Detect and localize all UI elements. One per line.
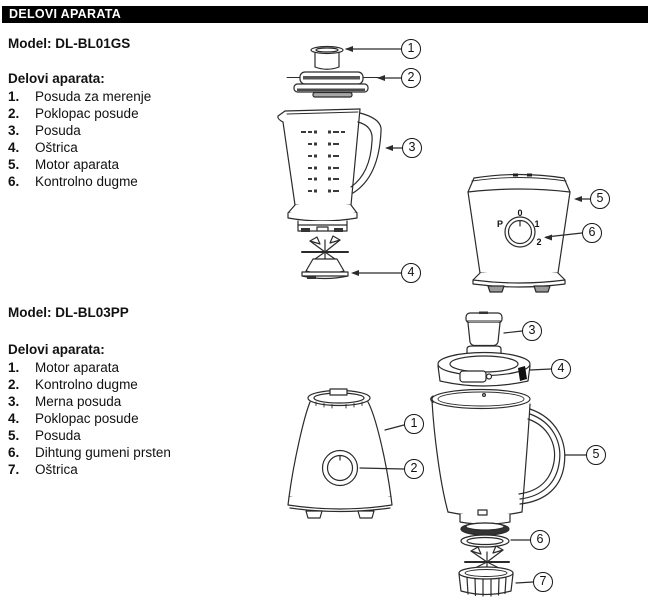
section-title: DELOVI APARATA [9, 7, 122, 21]
part-number: 1. [8, 89, 20, 104]
part-item: 3. Posuda [8, 122, 151, 139]
callout-6: 6 [530, 530, 550, 550]
part-label: Oštrica [35, 140, 78, 155]
part-label: Poklopac posude [35, 411, 139, 426]
part-number: 4. [8, 140, 20, 155]
jug-drawing [277, 108, 382, 232]
part-label: Merna posuda [35, 394, 122, 409]
gasket-ring-drawing [460, 534, 510, 548]
part-label: Poklopac posude [35, 106, 139, 121]
knob-label-p: P [496, 219, 503, 229]
part-item: 7. Oštrica [8, 461, 171, 478]
part-label: Dihtung gumeni prsten [35, 445, 171, 460]
part-label: Motor aparata [35, 157, 120, 172]
lid-drawing [286, 71, 381, 98]
motor-base-drawing [467, 173, 591, 293]
control-knob-drawing [504, 216, 536, 248]
knob-label-2: 2 [536, 237, 542, 247]
model1-parts-heading: Delovi aparata: [8, 71, 105, 86]
part-number: 2. [8, 106, 20, 121]
part-item: 1. Posuda za merenje [8, 88, 151, 105]
part-item: 2. Kontrolno dugme [8, 376, 171, 393]
callout-2: 2 [401, 68, 421, 88]
part-item: 4. Poklopac posude [8, 410, 171, 427]
callout-1: 1 [401, 39, 421, 59]
part-label: Posuda [35, 123, 81, 138]
callout-3: 3 [402, 138, 422, 158]
jug-drawing [430, 388, 566, 536]
part-number: 3. [8, 123, 20, 138]
callout-5: 5 [586, 445, 606, 465]
part-item: 5. Posuda [8, 427, 171, 444]
part-item: 2. Poklopac posude [8, 105, 151, 122]
part-number: 3. [8, 394, 20, 409]
part-number: 7. [8, 462, 20, 477]
section-header-bar: DELOVI APARATA [2, 6, 648, 23]
part-number: 4. [8, 411, 20, 426]
part-label: Kontrolno dugme [35, 174, 138, 189]
part-number: 5. [8, 428, 20, 443]
part-number: 5. [8, 157, 20, 172]
model1-title: Model: DL-BL01GS [8, 36, 131, 51]
part-label: Oštrica [35, 462, 78, 477]
callout-4: 4 [401, 263, 421, 283]
measuring-cup-drawing [465, 311, 503, 347]
part-number: 6. [8, 445, 20, 460]
part-label: Kontrolno dugme [35, 377, 138, 392]
part-number: 2. [8, 377, 20, 392]
part-item: 3. Merna posuda [8, 393, 171, 410]
knob-label-0: 0 [517, 208, 523, 218]
jug-exploded-drawing [430, 311, 587, 597]
diagram-bl03pp-jug-exploded: 3 4 5 6 7 [420, 305, 650, 597]
callout-3: 3 [522, 321, 542, 341]
model1-parts-list: 1. Posuda za merenje 2. Poklopac posude 3.… [8, 88, 151, 190]
model2-parts-heading: Delovi aparata: [8, 342, 105, 357]
control-knob-drawing [321, 449, 359, 487]
motor-base-drawing [287, 388, 405, 519]
part-item: 4. Oštrica [8, 139, 151, 156]
lid-drawing [437, 345, 531, 387]
callout-7: 7 [533, 572, 553, 592]
callout-4: 4 [551, 359, 571, 379]
callout-1: 1 [404, 414, 424, 434]
diagram-bl01gs-motor-base: 0 P 1 2 5 6 [455, 165, 650, 300]
blade-assembly-drawing [458, 545, 514, 597]
model2-parts-list: 1. Motor aparata 2. Kontrolno dugme 3. Mern… [8, 359, 171, 478]
jug-exploded-drawing [277, 45, 403, 280]
knob-label-1: 1 [534, 219, 540, 229]
part-label: Posuda za merenje [35, 89, 152, 104]
part-number: 6. [8, 174, 20, 189]
measuring-cup-drawing [310, 45, 344, 70]
callout-5: 5 [590, 189, 610, 209]
part-label: Posuda [35, 428, 81, 443]
part-number: 1. [8, 360, 20, 375]
part-item: 6. Kontrolno dugme [8, 173, 151, 190]
callout-6: 6 [582, 223, 602, 243]
model2-title: Model: DL-BL03PP [8, 305, 129, 320]
callout-2: 2 [404, 459, 424, 479]
part-item: 6. Dihtung gumeni prsten [8, 444, 171, 461]
part-item: 1. Motor aparata [8, 359, 171, 376]
diagram-bl03pp-motor-base: 1 2 [280, 385, 450, 535]
diagram-bl01gs-jug-exploded: 1 2 3 4 [265, 35, 440, 290]
blade-assembly-drawing [301, 235, 349, 280]
part-item: 5. Motor aparata [8, 156, 151, 173]
jug-scale-marks [301, 130, 345, 193]
part-label: Motor aparata [35, 360, 120, 375]
